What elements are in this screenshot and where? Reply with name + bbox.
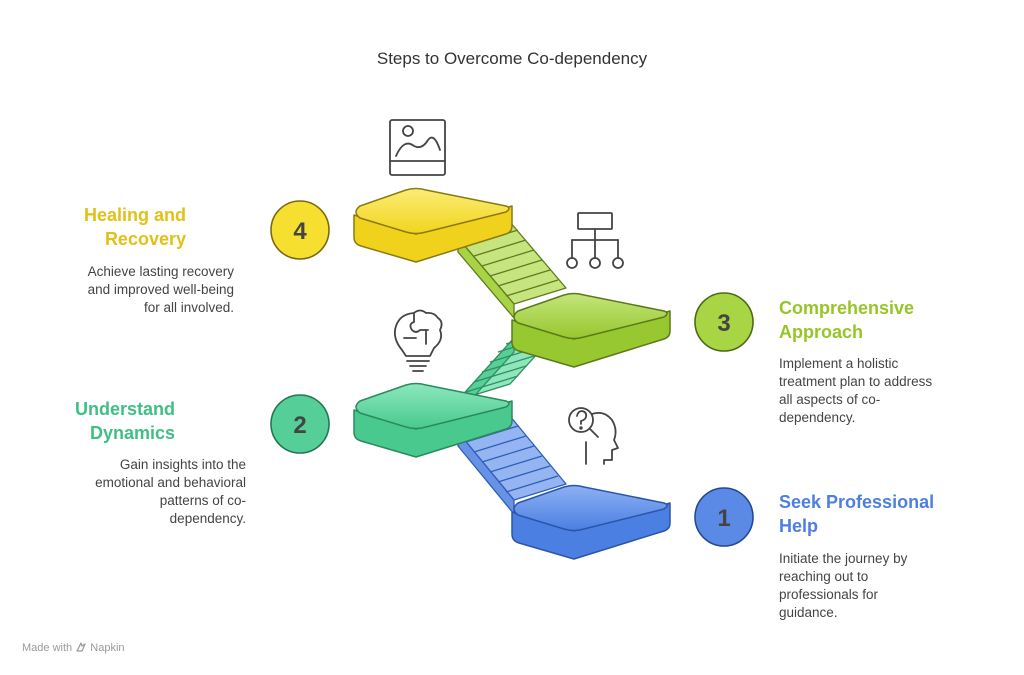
- platform-step-3: [511, 292, 671, 368]
- step-heading-4: Healing and Recovery: [83, 205, 186, 249]
- hierarchy-icon: [566, 212, 624, 269]
- made-with-footer: Made with Napkin: [22, 641, 125, 654]
- footer-brand: Napkin: [90, 642, 125, 654]
- page-title: Steps to Overcome Co-dependency: [376, 49, 648, 68]
- step-number-4: 4: [293, 218, 307, 245]
- step-number-1: 1: [717, 505, 730, 532]
- napkin-logo-icon: [76, 642, 86, 652]
- step-badge-2: 2: [270, 394, 330, 454]
- step-description-2: Gain insights into the emotional and beh…: [95, 457, 246, 526]
- step-badge-1: 1: [694, 487, 754, 547]
- platform-step-1: [511, 484, 671, 560]
- step-description-3: Implement a holistic treatment plan to a…: [779, 356, 933, 425]
- step-heading-1: Seek Professional Help: [779, 492, 935, 536]
- step-badge-3: 3: [694, 292, 754, 352]
- landscape-picture-icon: [389, 119, 446, 176]
- step-heading-2: Understand Dynamics: [74, 399, 175, 443]
- head-question-icon: [568, 407, 619, 465]
- platform-step-4: [353, 187, 513, 263]
- step-heading-3: Comprehensive Approach: [779, 298, 915, 342]
- step-number-3: 3: [717, 310, 730, 337]
- step-description-4: Achieve lasting recovery and improved we…: [87, 264, 234, 315]
- step-number-2: 2: [293, 412, 306, 439]
- platform-step-2: [353, 382, 513, 458]
- step-description-1: Initiate the journey by reaching out to …: [779, 551, 908, 620]
- step-badge-4: 4: [270, 200, 330, 260]
- footer-text: Made with: [22, 642, 73, 654]
- lightbulb-puzzle-icon: [393, 309, 443, 372]
